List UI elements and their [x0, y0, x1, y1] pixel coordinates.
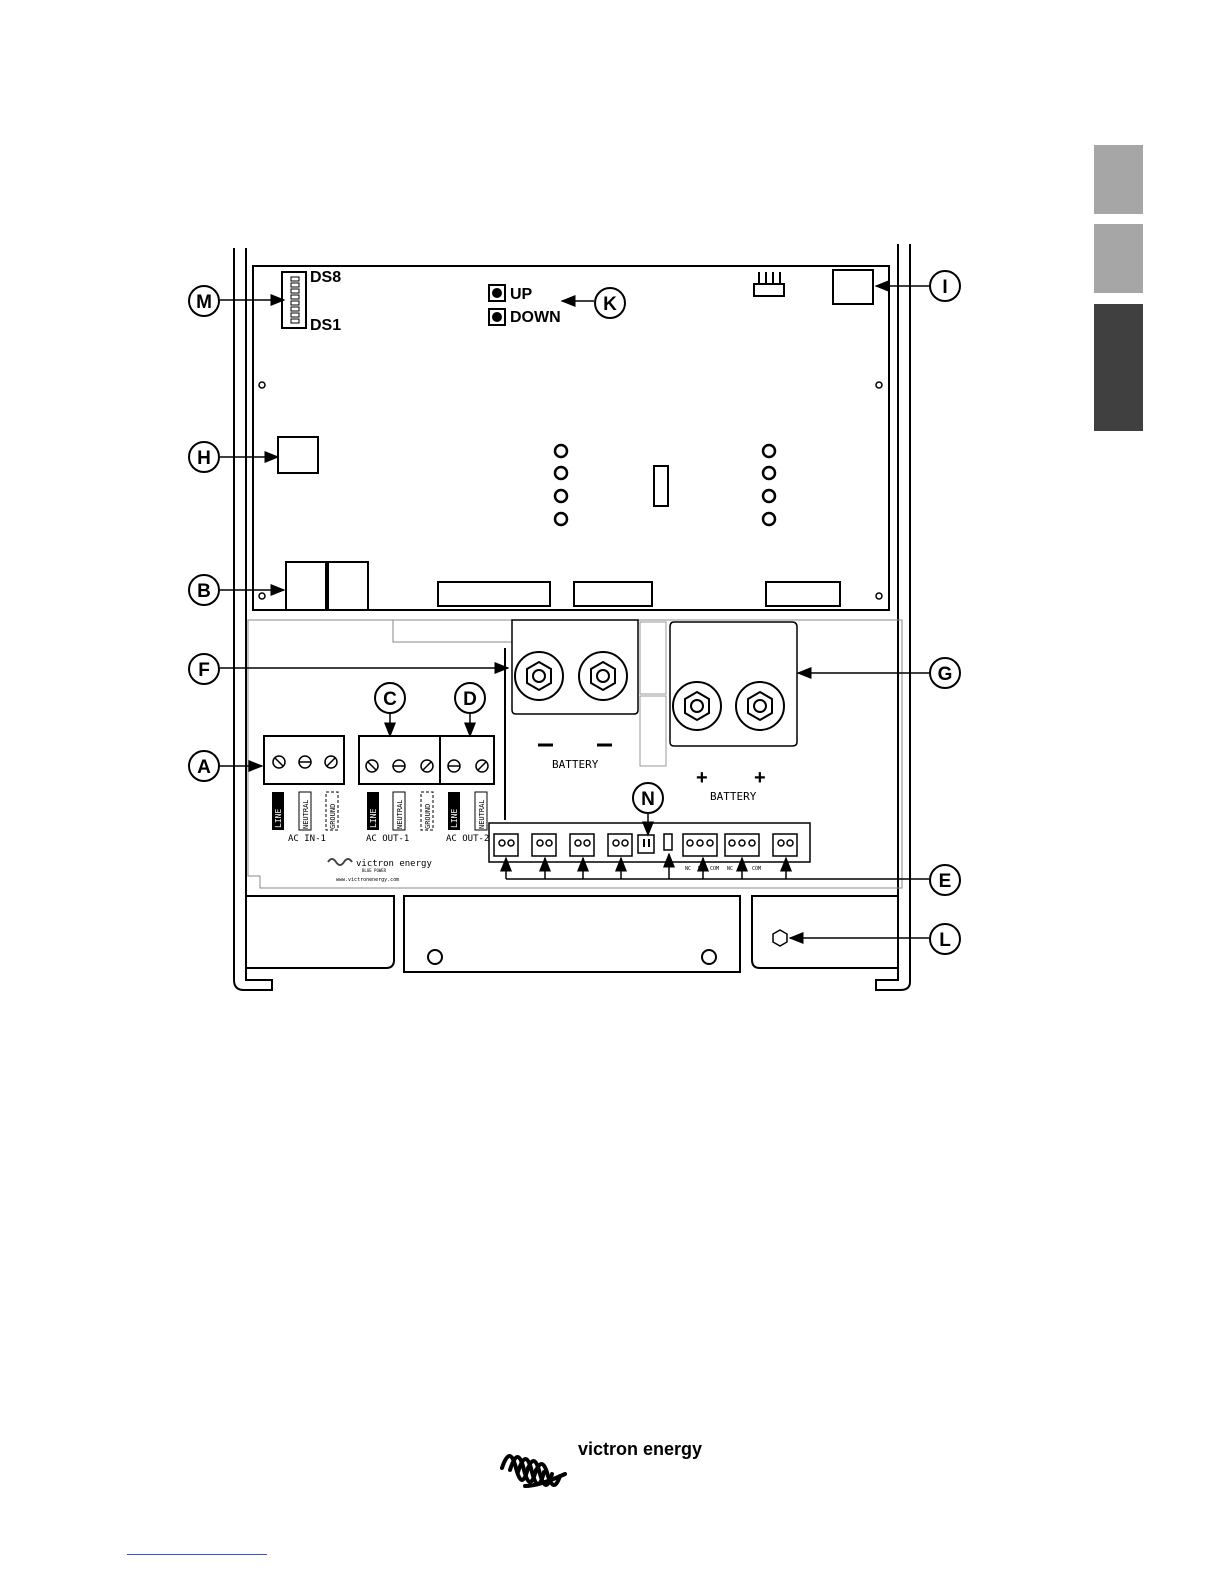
- svg-text:www.victronenergy.com: www.victronenergy.com: [336, 877, 399, 883]
- svg-text:GROUND: GROUND: [329, 804, 337, 829]
- svg-text:GROUND: GROUND: [424, 804, 432, 829]
- callout-m: M: [196, 292, 212, 313]
- svg-text:COM: COM: [752, 866, 761, 872]
- battery-negative-terminals: [512, 620, 638, 714]
- footer-brand: victron energy: [578, 1439, 702, 1459]
- down-label: DOWN: [510, 309, 561, 326]
- rj45-socket-h: [278, 437, 318, 473]
- callout-c: C: [383, 689, 397, 710]
- svg-text:NEUTRAL: NEUTRAL: [478, 799, 486, 829]
- control-terminal-strip: NC NO COM NC NO COM: [489, 823, 810, 872]
- svg-text:LINE: LINE: [369, 809, 378, 828]
- callout-k: K: [603, 294, 617, 315]
- callout-f: F: [198, 660, 210, 681]
- svg-text:NEUTRAL: NEUTRAL: [302, 799, 310, 829]
- callout-l: L: [939, 930, 951, 951]
- callout-h: H: [197, 448, 211, 469]
- footer-rule: [127, 1554, 267, 1555]
- earth-bolt: [773, 930, 787, 946]
- busbar: [640, 622, 666, 766]
- pcb-edge-connectors: [438, 582, 840, 606]
- ds1-label: DS1: [310, 317, 341, 334]
- svg-text:LINE: LINE: [274, 809, 283, 828]
- svg-text:NO: NO: [740, 866, 746, 872]
- battery-neg-label: BATTERY: [552, 758, 599, 771]
- ac-out-1-label: AC OUT-1: [366, 834, 409, 844]
- rj45-socket-i: [833, 270, 873, 304]
- pos-sign-2: +: [754, 767, 766, 789]
- up-label: UP: [510, 286, 533, 303]
- callout-d: D: [463, 689, 477, 710]
- pos-sign-1: +: [696, 767, 708, 789]
- led-indicator-strip: [282, 272, 306, 328]
- callout-e: E: [939, 871, 952, 892]
- victron-logo-icon: [502, 1456, 565, 1486]
- svg-text:NC: NC: [685, 866, 691, 872]
- ac-out-1-terminal-block: [359, 736, 440, 784]
- callout-g: G: [938, 664, 953, 685]
- wire-tags: LINE NEUTRAL GROUND LINE NEUTRAL GROUND …: [272, 792, 487, 830]
- svg-text:NEUTRAL: NEUTRAL: [396, 799, 404, 829]
- callout-n: N: [641, 789, 655, 810]
- svg-text:BLUE POWER: BLUE POWER: [362, 868, 387, 873]
- ac-in-1-label: AC IN-1: [288, 834, 326, 844]
- ds8-label: DS8: [310, 269, 341, 286]
- ac-out-2-terminal-block: [440, 736, 494, 784]
- battery-positive-terminals: [670, 622, 797, 746]
- svg-text:LINE: LINE: [450, 809, 459, 828]
- ac-in-terminal-block: [264, 736, 344, 784]
- board-brand-logo: victron energy BLUE POWER www.victronene…: [328, 859, 432, 883]
- callout-b: B: [197, 581, 211, 602]
- callout-i: I: [942, 277, 947, 298]
- ac-out-2-label: AC OUT-2: [446, 834, 489, 844]
- callout-a: A: [197, 757, 211, 778]
- svg-text:NC: NC: [727, 866, 733, 872]
- battery-pos-label: BATTERY: [710, 790, 757, 803]
- vebus-sockets-b: [286, 562, 368, 610]
- bottom-cover: [246, 896, 898, 972]
- main-pcb: [253, 266, 889, 610]
- svg-text:COM: COM: [710, 866, 719, 872]
